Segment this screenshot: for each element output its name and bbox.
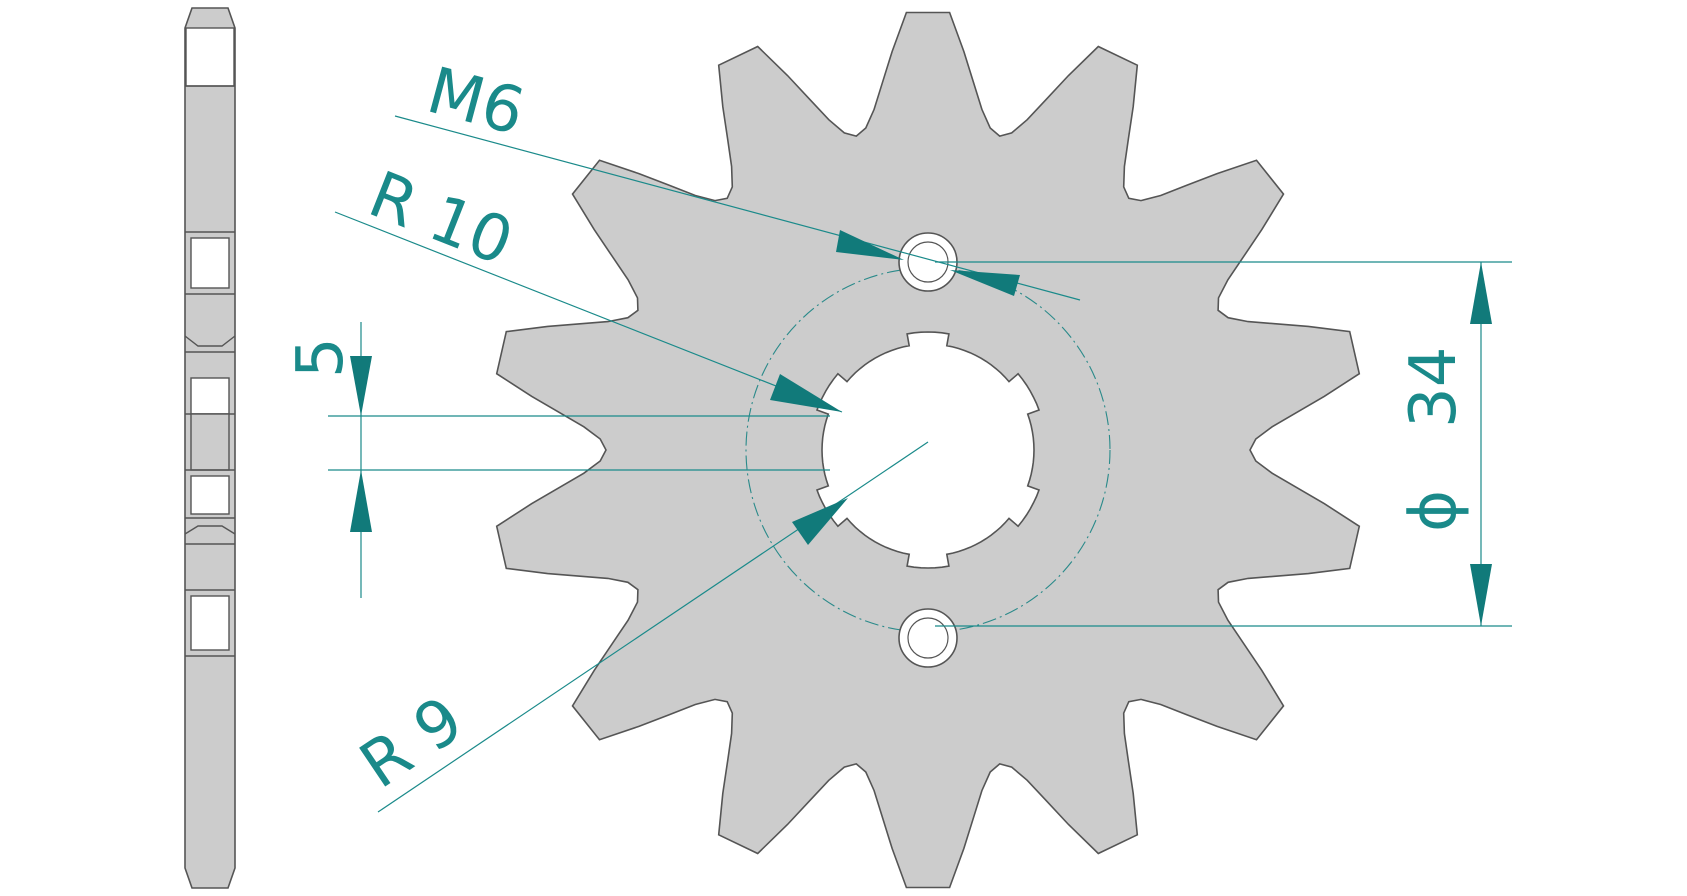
offset-label: 5 <box>284 337 358 378</box>
pcd-dimension: ϕ 34 <box>935 261 1512 627</box>
arrow-icon <box>770 374 842 412</box>
arrow-icon <box>792 498 848 545</box>
bolt-pitch-circle <box>745 267 1111 633</box>
offset-dimension: 5 <box>284 322 830 598</box>
arrow-icon <box>350 470 372 532</box>
arrow-icon <box>1470 262 1492 324</box>
thread-label: M6 <box>420 54 532 150</box>
sprocket-side-view <box>184 7 236 889</box>
arrow-icon <box>1470 564 1492 626</box>
inner-radius-label: R 9 <box>348 683 477 803</box>
sprocket-front-view <box>495 11 1361 889</box>
splined-bore <box>815 331 1041 569</box>
pcd-symbol: ϕ <box>1397 490 1471 532</box>
arrow-icon <box>950 270 1020 296</box>
arrow-icon <box>836 230 904 260</box>
arrow-icon <box>350 356 372 416</box>
outer-radius-label: R 10 <box>359 158 522 280</box>
pcd-value-label: 34 <box>1397 347 1471 428</box>
